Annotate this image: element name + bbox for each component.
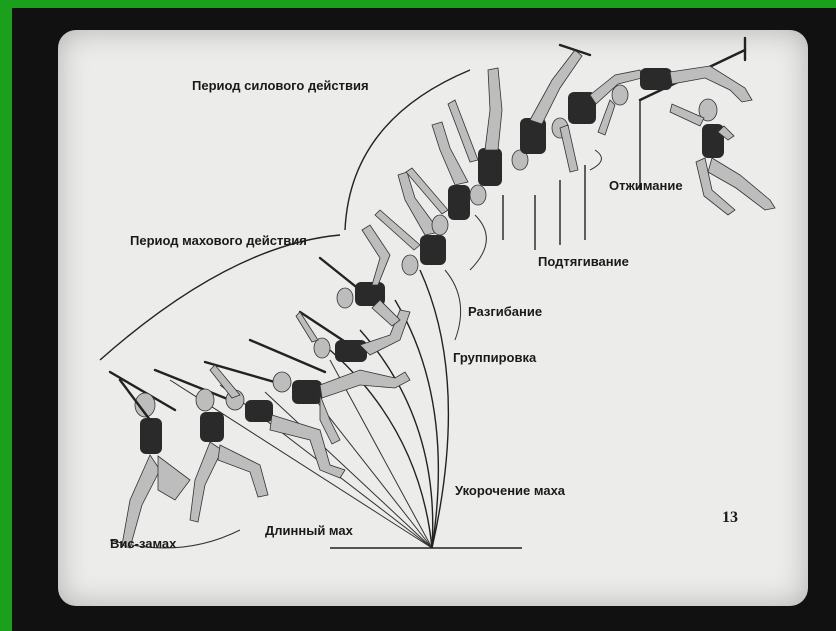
vaulter-figure-13 (670, 99, 775, 215)
swing-shortening-label: Укорочение маха (455, 483, 566, 498)
vaulter-figure-6 (320, 225, 400, 326)
pull-up-label: Подтягивание (538, 254, 629, 269)
extension-label: Разгибание (468, 304, 542, 319)
push-off-label: Отжимание (609, 178, 683, 193)
slide-image: Период силового действия Период махового… (58, 30, 808, 606)
swing-period-arc (100, 235, 340, 360)
vaulter-figure-1 (110, 372, 190, 548)
page-number: 13 (722, 509, 738, 526)
pole-vault-diagram: Период силового действия Период махового… (58, 30, 808, 606)
long-swing-label: Длинный мах (265, 523, 354, 538)
tuck-label: Группировка (453, 350, 537, 365)
hang-swing-label: Вис-замах (110, 536, 177, 551)
power-period-label: Период силового действия (192, 78, 369, 93)
vaulter-sequence (110, 45, 775, 548)
swing-period-label: Период махового действия (130, 233, 307, 248)
vaulter-figure-11 (552, 70, 642, 172)
vaulter-figure-2 (155, 370, 268, 522)
